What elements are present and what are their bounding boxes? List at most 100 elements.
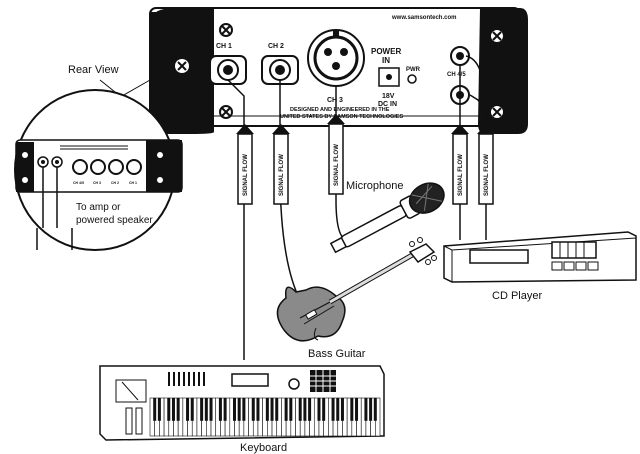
knob-icon [72,159,88,175]
keyboard-sliders [168,372,205,386]
mixer-rear-panel: www.samsontech.com CH 1 CH 2 CH 3 POWER … [149,7,528,134]
power-in-label-2: IN [382,56,390,65]
designed-line-2: UNITED STATES BY SAMSON TECHNOLOGIES [280,114,403,120]
black-key [373,398,377,421]
pwr-label: PWR [406,67,421,73]
inset-right-ear [146,140,182,192]
signal-flow-arrow-cd-1: SIGNAL FLOW [451,124,469,205]
black-key [242,398,246,421]
rear-view-inset: CH 4/5 CH 3 CH 2 CH 1 To amp or powered … [14,89,183,251]
signal-flow-arrows: SIGNAL FLOW SIGNAL FLOW SIGNAL FLOW SIGN… [236,114,495,205]
black-key [284,398,288,421]
black-key [218,398,222,421]
black-key [308,398,312,421]
cd-buttons [551,241,599,271]
keyboard-label: Keyboard [240,442,287,454]
keyboard-knob [288,378,300,390]
black-key [167,398,171,421]
signal-flow-label: SIGNAL FLOW [458,154,464,196]
cd-player-icon [443,231,637,283]
black-key [237,398,241,421]
microphone-label: Microphone [346,180,403,192]
inset-left-ear [16,142,34,192]
dc-label-2: DC IN [378,101,397,108]
black-key [369,398,373,421]
black-key [209,398,213,421]
bass-guitar-icon [276,237,437,342]
inset-knob-label: CH 4/5 [73,181,84,185]
black-key [270,398,274,421]
screw-icon [175,59,189,73]
black-key [200,398,204,421]
signal-flow-label: SIGNAL FLOW [243,154,249,196]
signal-flow-label: SIGNAL FLOW [279,154,285,196]
black-key [153,398,157,421]
knob-icon [108,159,124,175]
screw-icon [491,106,503,118]
black-key [171,398,175,421]
black-key [204,398,208,421]
cd-display [469,249,529,264]
microphone-icon [329,182,445,254]
power-led [407,74,417,84]
black-key [275,398,279,421]
ch2-jack [261,55,299,85]
signal-flow-label: SIGNAL FLOW [484,154,490,196]
knob-icon [90,159,106,175]
signal-flow-label: SIGNAL FLOW [334,144,340,186]
ch3-xlr-jack [307,29,365,87]
dc-label-1: 18V [382,93,395,100]
signal-flow-arrow-cd-2: SIGNAL FLOW [477,124,495,205]
black-key [190,398,194,421]
cable-cd-loop [465,55,485,101]
ch1-jack [209,55,247,85]
inset-knobs: CH 4/5 CH 3 CH 2 CH 1 [72,159,142,185]
keyboard-pads [310,370,336,392]
keyboard-icon [99,365,385,441]
ch1-label: CH 1 [216,43,232,50]
screw-icon [219,23,233,37]
black-key [331,398,335,421]
to-amp-label-2: powered speaker [76,215,153,226]
black-key [223,398,227,421]
black-key [355,398,359,421]
power-in-label-1: POWER [371,47,401,56]
right-rack-ear [478,8,528,134]
black-key [364,398,368,421]
signal-flow-arrow-bass: SIGNAL FLOW [272,124,290,205]
black-key [157,398,161,421]
black-key [336,398,340,421]
inset-knob-label: CH 3 [93,181,101,185]
screw-icon [219,105,233,119]
black-key [265,398,269,421]
power-jack [378,67,400,87]
signal-flow-arrow-keyboard: SIGNAL FLOW [236,124,254,205]
rear-view-pointer [121,79,151,97]
inset-knob-label: CH 2 [111,181,119,185]
ch3-label: CH 3 [327,97,343,104]
ch2-label: CH 2 [268,43,284,50]
screw-icon [491,30,503,42]
black-key [340,398,344,421]
signal-flow-arrow-mic: SIGNAL FLOW [327,114,345,195]
keyboard-keys [149,397,381,437]
keyboard-display [231,373,269,387]
black-key [298,398,302,421]
black-key [176,398,180,421]
cable-keyboard [227,79,245,360]
black-key [303,398,307,421]
knob-icon [126,159,142,175]
black-key [256,398,260,421]
website-text: www.samsontech.com [391,15,456,21]
designed-line-1: DESIGNED AND ENGINEERED IN THE [290,107,390,113]
black-key [322,398,326,421]
cd-player-label: CD Player [492,290,542,302]
rear-view-label: Rear View [68,64,119,76]
black-key [350,398,354,421]
black-key [317,398,321,421]
bass-guitar-label: Bass Guitar [308,348,366,360]
inset-knob-label: CH 1 [129,181,137,185]
black-key [251,398,255,421]
